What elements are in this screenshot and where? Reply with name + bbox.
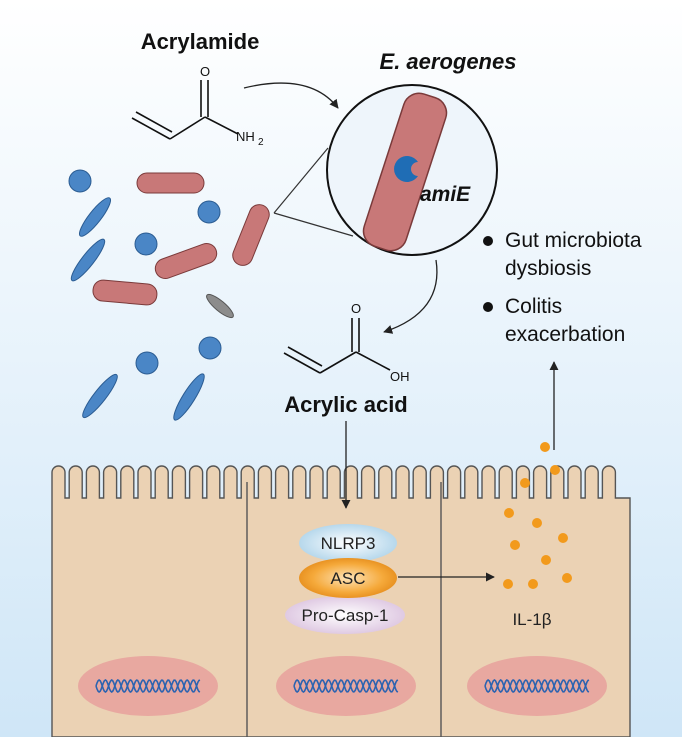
rod-bacterium	[92, 279, 158, 306]
dna-helix-strand	[95, 678, 201, 694]
fusiform-bacterium	[82, 373, 118, 419]
nuclei-group	[78, 656, 607, 716]
outcome-2-line-2: exacerbation	[505, 323, 625, 346]
amide-subscript: 2	[258, 137, 264, 148]
il1b-dot	[520, 478, 530, 488]
il1b-dot	[550, 465, 560, 475]
acrylic-acid-label: Acrylic acid	[284, 392, 408, 417]
dna-helix-strand	[293, 678, 399, 694]
il1b-dot	[540, 442, 550, 452]
zoom-line-bottom	[273, 212, 354, 237]
coccus-bacterium	[198, 336, 222, 360]
fusiform-bacterium	[70, 238, 106, 282]
nucleus	[467, 656, 607, 716]
outcome-2-line-1: Colitis	[505, 295, 562, 318]
amide-group-label: NH	[236, 129, 255, 144]
acrylamide-structure	[131, 80, 239, 140]
gray-bacterium	[206, 293, 234, 319]
il1b-dot	[532, 518, 542, 528]
rod-bacterium	[136, 172, 205, 194]
conversion-arrow-out	[383, 259, 438, 334]
il1b-dot	[503, 579, 513, 589]
nucleus	[78, 656, 218, 716]
outcome-list: Gut microbiota dysbiosis Colitis exacerb…	[483, 229, 642, 346]
nucleus	[276, 656, 416, 716]
outcome-bullet	[483, 302, 493, 312]
outcome-1-line-1: Gut microbiota	[505, 229, 642, 252]
asc-label: ASC	[331, 569, 366, 588]
il1b-dot	[541, 555, 551, 565]
organism-label: E. aerogenes	[380, 49, 517, 74]
acid-oxygen-label: O	[351, 301, 361, 316]
acid-group-label: OH	[390, 369, 410, 384]
dna-helix-strand	[484, 678, 590, 694]
outcome-1-line-2: dysbiosis	[505, 257, 591, 280]
acrylamide-label: Acrylamide	[141, 29, 260, 54]
il1b-cluster	[503, 442, 572, 589]
rod-bacterium	[232, 204, 270, 266]
coccus-bacterium	[134, 232, 158, 256]
pro-casp1-label: Pro-Casp-1	[302, 606, 389, 625]
coccus-bacterium	[68, 169, 92, 193]
gene-label: amiE	[420, 183, 471, 206]
nlrp3-label: NLRP3	[321, 534, 376, 553]
asc-protein	[299, 558, 397, 598]
coccus-bacterium	[135, 351, 159, 375]
dna-helix-strand	[293, 678, 399, 694]
bacteria-cluster	[68, 169, 270, 421]
dna-helix-strand	[95, 678, 201, 694]
fusiform-bacterium	[173, 373, 205, 421]
dna-helix-strand	[484, 678, 590, 694]
nlrp3-protein	[299, 524, 397, 562]
fusiform-bacterium	[78, 197, 112, 237]
il1b-dot	[510, 540, 520, 550]
rod-bacterium	[154, 242, 218, 280]
pro-casp1-protein	[285, 596, 405, 634]
amide-oxygen-label: O	[200, 64, 210, 79]
coccus-bacterium	[197, 200, 221, 224]
conversion-arrow-in	[243, 82, 339, 109]
il1b-dot	[504, 508, 514, 518]
acrylic-acid-structure	[283, 318, 391, 374]
il1b-dot	[562, 573, 572, 583]
amie-enzyme-icon	[394, 156, 418, 182]
il1b-dot	[528, 579, 538, 589]
outcome-bullet	[483, 236, 493, 246]
il1b-dot	[558, 533, 568, 543]
zoom-line-top	[273, 147, 329, 214]
il1b-label: IL-1β	[512, 610, 551, 629]
